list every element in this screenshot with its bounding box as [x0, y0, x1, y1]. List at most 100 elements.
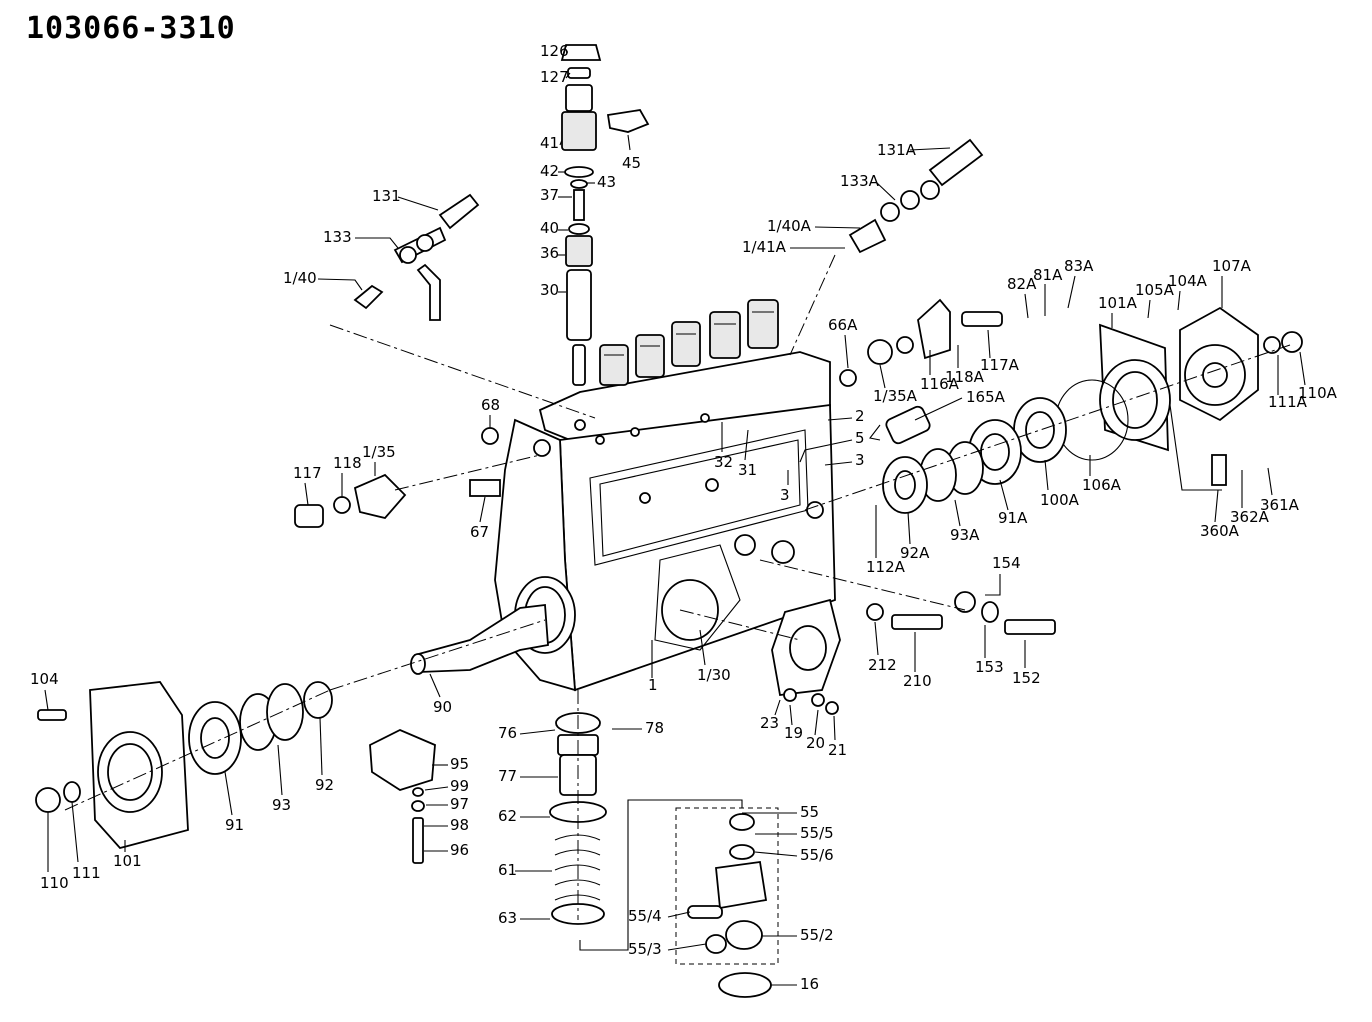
callout: 61 [498, 861, 517, 879]
callout: 362A [1230, 508, 1270, 526]
callout: 55/2 [800, 926, 834, 944]
callout: 40 [540, 219, 559, 237]
callout: 90 [433, 698, 452, 716]
callout: 152 [1012, 669, 1041, 687]
callout: 2 [855, 407, 865, 425]
callout: 77 [498, 767, 517, 785]
leader-lines [64, 254, 1291, 951]
callout: 107A [1212, 257, 1252, 275]
callout: 118 [333, 454, 362, 472]
callout: 78 [645, 719, 664, 737]
part-number-title: 103066-3310 [26, 11, 236, 46]
callout: 55/5 [800, 824, 834, 842]
callout: 93 [272, 796, 291, 814]
callout: 31 [738, 461, 757, 479]
callout: 117 [293, 464, 322, 482]
callout: 91 [225, 816, 244, 834]
right-end-assembly [839, 298, 1303, 514]
callout: 62 [498, 807, 517, 825]
callout: 45 [622, 154, 641, 172]
callout: 131 [372, 187, 401, 205]
callout: 32 [714, 453, 733, 471]
callout: 36 [540, 244, 559, 262]
small-fasteners [369, 729, 436, 864]
callout: 93A [950, 526, 980, 544]
callout: 100A [1040, 491, 1080, 509]
callout: 30 [540, 281, 559, 299]
callout: 212 [868, 656, 897, 674]
callout: 111 [72, 864, 101, 882]
callout: 19 [784, 724, 803, 742]
callout: 16 [800, 975, 819, 993]
callout: 23 [760, 714, 779, 732]
callout: 104A [1168, 272, 1208, 290]
callout: 92 [315, 776, 334, 794]
callout: 63 [498, 909, 517, 927]
callout: 111A [1268, 393, 1308, 411]
callout: 55/4 [628, 907, 662, 925]
callout: 118A [945, 368, 985, 386]
callout: 154 [992, 554, 1021, 572]
callout: 1/35A [873, 387, 918, 405]
callout: 66A [828, 316, 858, 334]
pump-housing [494, 299, 836, 692]
callout: 43 [597, 173, 616, 191]
callout: 110A [1298, 384, 1338, 402]
callout: 105A [1135, 281, 1175, 299]
callout: 1/30 [697, 666, 731, 684]
callout: 67 [470, 523, 489, 541]
callout: 42 [540, 162, 559, 180]
element-column [560, 44, 650, 386]
callout: 55/3 [628, 940, 662, 958]
callout: 82A [1007, 275, 1037, 293]
callout: 1/35 [362, 443, 396, 461]
callout: 361A [1260, 496, 1300, 514]
callout: 153 [975, 658, 1004, 676]
callout: 97 [450, 795, 469, 813]
callout: 68 [481, 396, 500, 414]
callout: 104 [30, 670, 59, 688]
callout: 1/40A [767, 217, 812, 235]
delivery-valve-holders [599, 299, 779, 386]
callout: 110 [40, 874, 69, 892]
callout: 133 [323, 228, 352, 246]
callout: 95 [450, 755, 469, 773]
callout: 99 [450, 777, 469, 795]
callout: 3 [780, 486, 790, 504]
callout: 127 [540, 68, 569, 86]
callout: 21 [828, 741, 847, 759]
callout: 133A [840, 172, 880, 190]
left-end-assembly [35, 681, 333, 850]
camshaft [410, 603, 549, 675]
callout: 131A [877, 141, 917, 159]
callout: 91A [998, 509, 1028, 527]
callout: 112A [866, 558, 906, 576]
callout-labels: 126 127 41 45 42 43 37 40 36 30 131 133 … [30, 42, 1338, 993]
callout: 55 [800, 803, 819, 821]
governor-side-parts [771, 591, 1056, 715]
callout: 1 [648, 676, 658, 694]
callout: 20 [806, 734, 825, 752]
callout: 76 [498, 724, 517, 742]
callout: 116A [920, 375, 960, 393]
callout: 126 [540, 42, 569, 60]
callout: 5 [855, 429, 865, 447]
callout: 101 [113, 852, 142, 870]
callout: 81A [1033, 266, 1063, 284]
callout: 98 [450, 816, 469, 834]
callout: 106A [1082, 476, 1122, 494]
pipe-connection-left [353, 193, 480, 321]
callout: 101A [1098, 294, 1138, 312]
left-mid-parts [294, 427, 501, 528]
callout: 165A [966, 388, 1006, 406]
pipe-connection-right [848, 138, 984, 254]
roller-tappet-group [675, 807, 779, 998]
callout: 55/6 [800, 846, 834, 864]
callout: 37 [540, 186, 559, 204]
callout: 83A [1064, 257, 1094, 275]
callout: 3 [855, 451, 865, 469]
callout: 1/41A [742, 238, 787, 256]
callout: 210 [903, 672, 932, 690]
callout: 117A [980, 356, 1020, 374]
